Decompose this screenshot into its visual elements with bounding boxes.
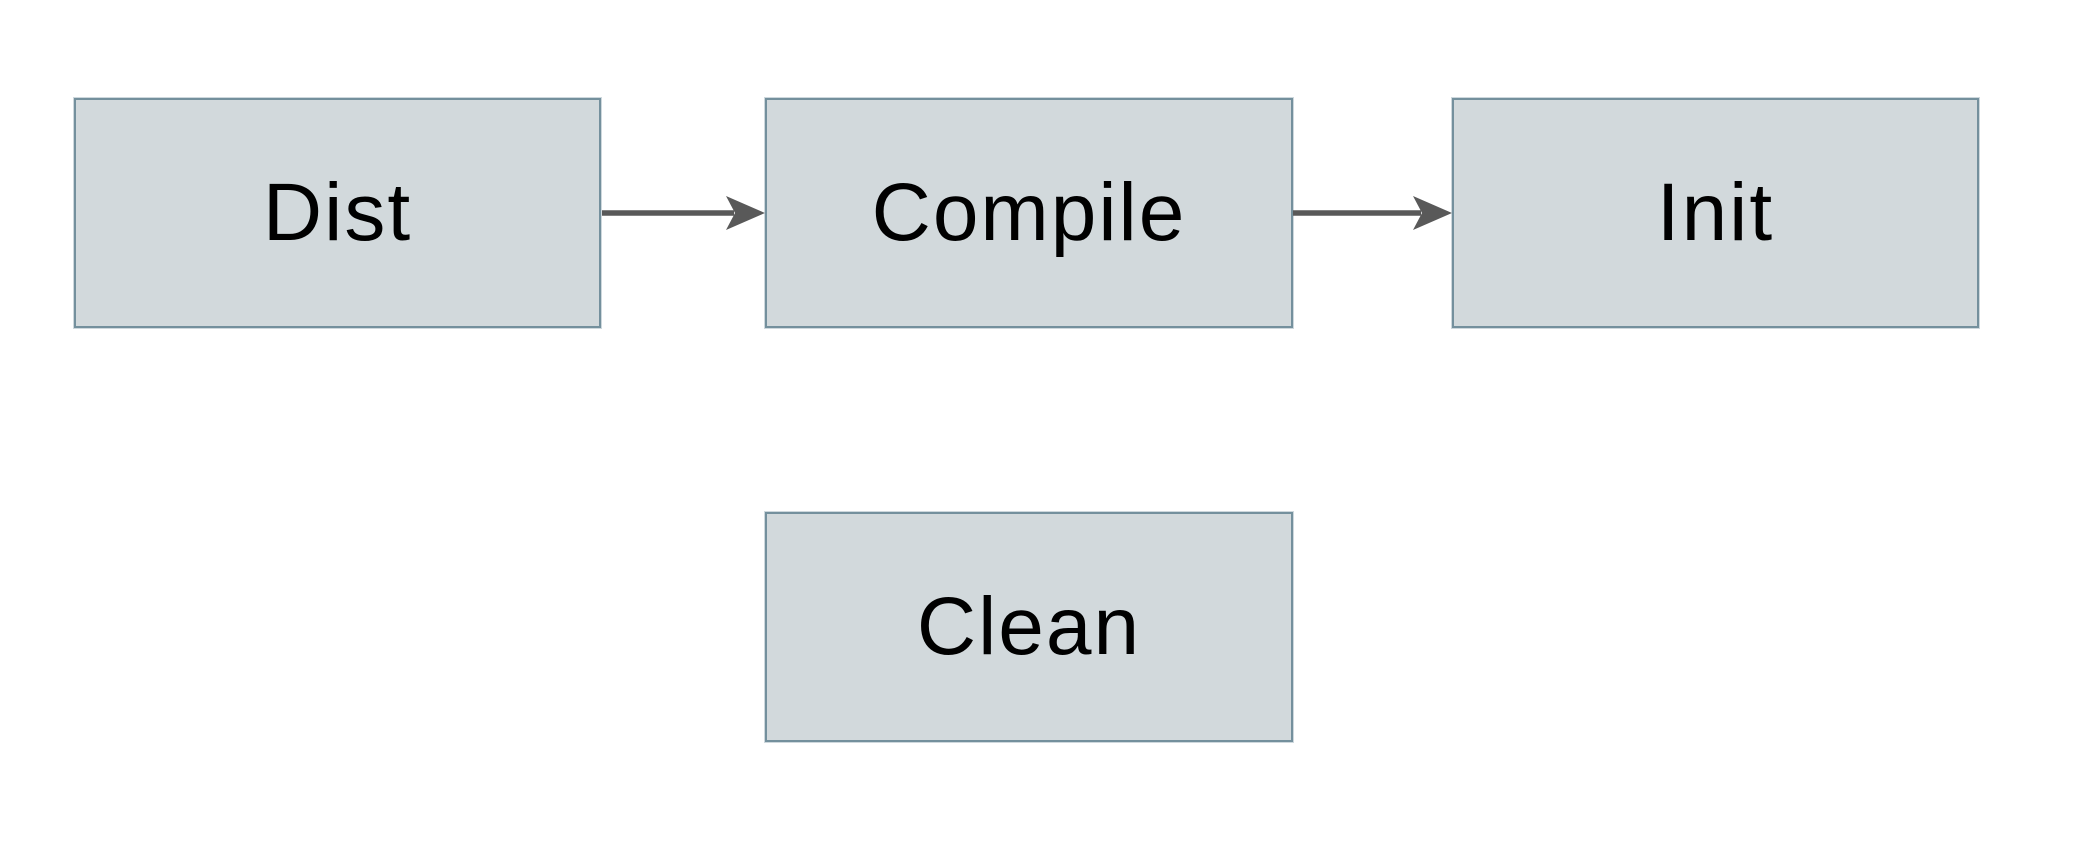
- node-init-label: Init: [1656, 167, 1775, 258]
- arrowhead-icon: [726, 196, 765, 230]
- node-clean-label: Clean: [916, 581, 1142, 672]
- node-dist-label: Dist: [262, 167, 413, 258]
- arrow-dist-to-compile: [602, 196, 765, 230]
- node-clean: Clean: [765, 512, 1293, 742]
- arrowhead-icon: [1413, 196, 1452, 230]
- node-compile: Compile: [765, 98, 1293, 328]
- node-init: Init: [1452, 98, 1979, 328]
- arrow-compile-to-init: [1293, 196, 1452, 230]
- node-dist: Dist: [74, 98, 601, 328]
- node-compile-label: Compile: [871, 167, 1187, 258]
